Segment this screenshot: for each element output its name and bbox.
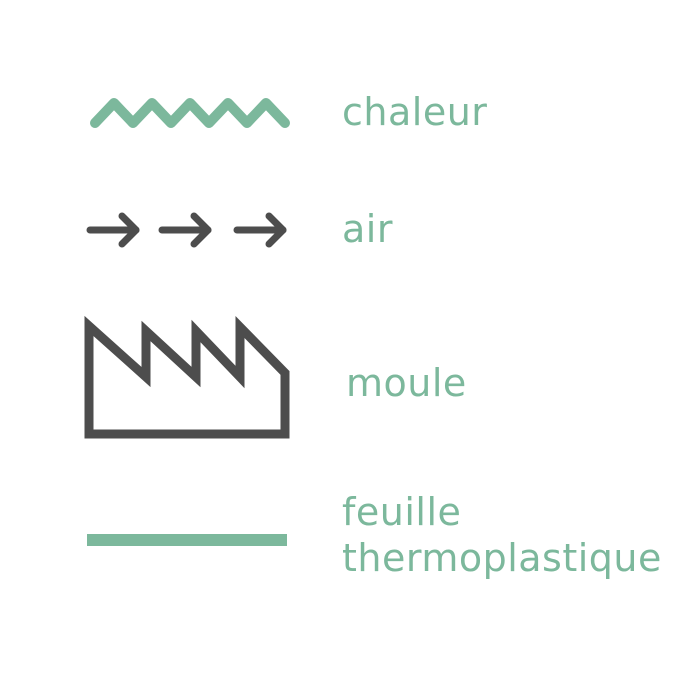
label-line-feuille: feuille: [342, 490, 462, 534]
flat-line-icon: [87, 534, 287, 546]
arrow-right-icon: [158, 212, 212, 248]
sawtooth-factory-icon: [84, 315, 290, 439]
zigzag-wave-icon: [90, 98, 290, 128]
arrow-right-icon: [233, 212, 287, 248]
three-arrows-icon: [86, 212, 287, 248]
label-feuille-thermoplastique: feuille thermoplastique: [342, 489, 662, 581]
label-air: air: [342, 207, 393, 251]
label-chaleur: chaleur: [342, 90, 488, 134]
label-moule: moule: [346, 361, 467, 405]
label-line-thermoplastique: thermoplastique: [342, 536, 662, 580]
arrow-right-icon: [86, 212, 140, 248]
